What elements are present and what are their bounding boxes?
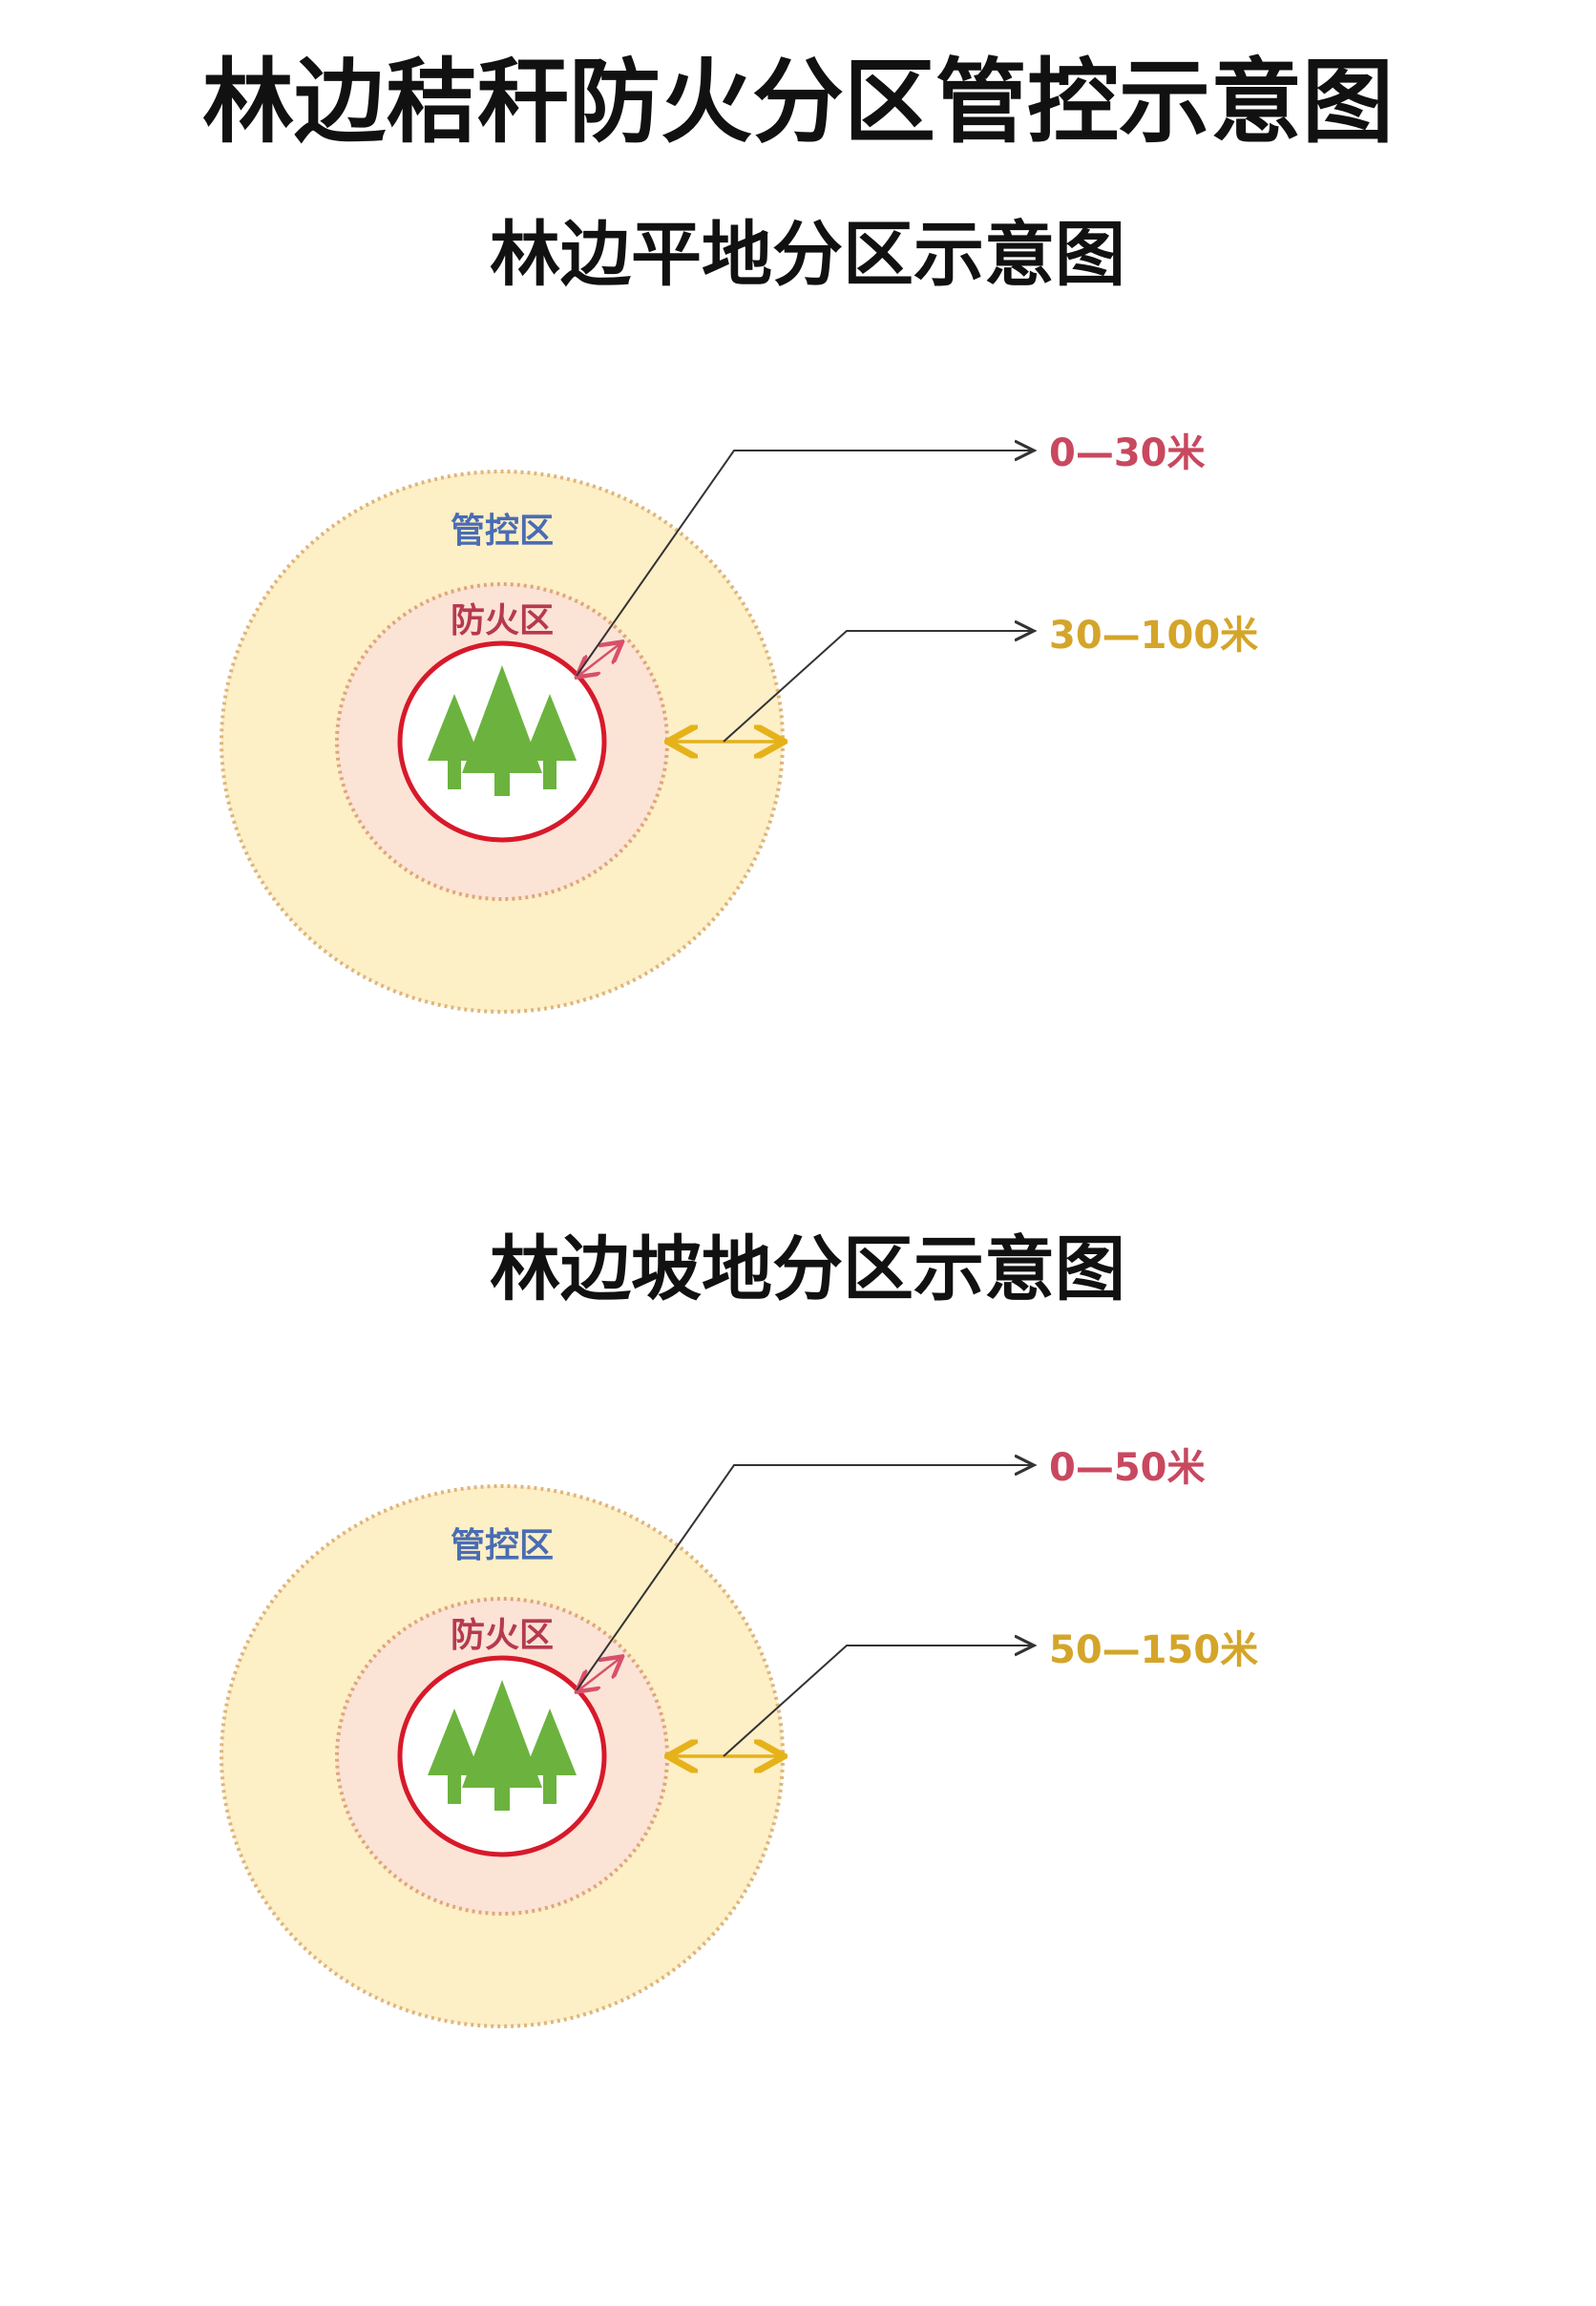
outer-leader-line [723, 1646, 1034, 1757]
fire-zone-width-arrow [578, 1658, 620, 1690]
control-zone-label: 管控区 [451, 1526, 554, 1565]
flat-land-diagram: 林边平地分区示意图 管控区 防火区 0—30米 30—100米 [220, 214, 1258, 1014]
fire-zone-width-arrow [578, 643, 620, 676]
outer-leader-line [723, 631, 1034, 743]
control-zone-distance: 30—100米 [1049, 614, 1258, 658]
control-zone-label: 管控区 [451, 512, 554, 551]
slope-land-diagram: 林边坡地分区示意图 管控区 防火区 0—50米 50—150米 [220, 1228, 1258, 2028]
inner-leader-line [576, 1465, 1034, 1691]
page-title: 林边秸秆防火分区管控示意图 [202, 48, 1394, 156]
fire-zone-distance: 0—30米 [1049, 431, 1206, 475]
fire-zone-label: 防火区 [451, 601, 554, 640]
fire-zone-distance: 0—50米 [1049, 1446, 1206, 1490]
diagram-subtitle: 林边平地分区示意图 [490, 214, 1125, 296]
diagram-subtitle: 林边坡地分区示意图 [490, 1228, 1125, 1310]
control-zone-distance: 50—150米 [1049, 1628, 1258, 1672]
inner-leader-line [576, 451, 1034, 677]
fire-zone-label: 防火区 [451, 1616, 554, 1655]
